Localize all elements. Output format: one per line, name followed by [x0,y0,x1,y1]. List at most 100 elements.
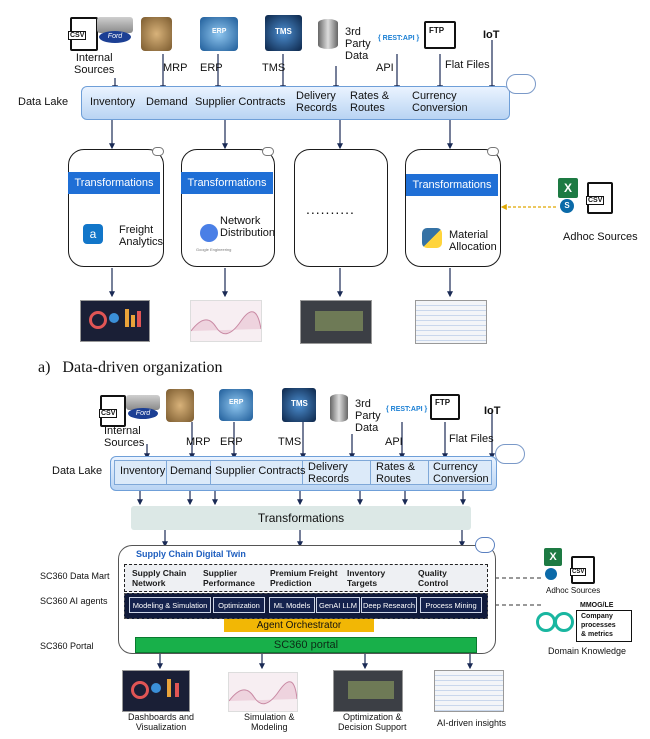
erp-gear-icon: ERP [200,17,238,51]
tool-network-distribution: Network Distribution [220,215,276,239]
dashboard-thumbnail [80,300,150,342]
label-internal-sources: Internal Sources [104,425,145,449]
lake-segment-rates-routes: Rates & Routes [350,90,390,114]
ford-badge: Ford [128,408,158,419]
insights-thumbnail [434,670,504,712]
label-iot: IoT [483,29,500,41]
row-label-portal: SC360 Portal [40,641,94,651]
tms-icon: TMS [282,388,316,422]
orchestrator-label: Agent Orchestrator [256,620,342,631]
lake-segment-currency-conversion: Currency Conversion [433,461,489,485]
label-iot: IoT [484,405,501,417]
csv-badge: CSV [586,196,605,205]
agent-genai-llm: GenAI LLM [316,597,360,613]
transformations-block-1: Transformations [68,172,160,194]
tool-subtitle: Google Engineering [196,247,232,252]
label-flat-files: Flat Files [449,433,494,445]
row-label-ai-agents: SC360 AI agents [40,596,108,606]
csv-file-icon: CSV [570,556,595,584]
lake-segment-demand: Demand [170,465,212,477]
label-api: API [376,62,394,74]
agent-deep-research: Deep Research [361,597,417,613]
data-mart [124,564,488,592]
csv-badge: CSV [99,409,118,418]
dashboard-thumbnail [122,670,190,712]
ellipsis-placeholder: .......... [306,201,355,217]
simulation-thumbnail [228,672,298,712]
csv-badge: CSV [68,31,87,40]
lake-cell [302,460,372,485]
mart-supplier-performance: Supplier Performance [203,568,255,588]
mart-premium-freight: Premium Freight Prediction [270,568,338,588]
cloud-icon [487,147,499,156]
ftp-folder-icon: FTP [424,21,456,49]
python-icon [422,228,442,248]
adhoc-sources-label: Adhoc Sources [563,231,638,243]
erp-badge: ERP [229,399,244,406]
output-simulation: Simulation & Modeling [244,712,295,732]
tms-badge: TMS [291,399,308,408]
tms-icon: TMS [265,15,302,51]
agent-orchestrator: Agent Orchestrator [224,619,374,632]
data-lake-label: Data Lake [52,465,103,477]
domain-knowledge-icon [536,606,574,634]
freight-analytics-icon: a [83,224,103,244]
sharepoint-icon [545,568,557,580]
output-dashboards: Dashboards and Visualization [128,712,195,732]
rest-api-badge: { REST:API } [386,406,428,413]
label-flat-files: Flat Files [445,59,490,71]
transformations-block-2: Transformations [181,172,273,194]
lake-segment-delivery-records: Delivery Records [296,90,337,114]
ford-badge: Ford [99,31,131,43]
portal-label: SC360 portal [273,639,339,651]
lake-segment-demand: Demand [146,96,188,108]
lake-segment-supplier-contracts: Supplier Contracts [195,96,286,108]
ftp-badge: FTP [435,398,451,407]
ftp-badge: FTP [429,26,445,35]
tool-freight-analytics: Freight Analytics [119,224,164,248]
erp-badge: ERP [212,28,227,35]
excel-icon: X [558,178,578,198]
lake-segment-supplier-contracts: Supplier Contracts [215,465,306,477]
lake-cell [370,460,430,485]
transformations-block-3: Transformations [406,174,498,196]
mart-quality-control: Quality Control [418,568,449,588]
agent-process-mining: Process Mining [420,597,482,613]
simulation-thumbnail [190,300,262,342]
agent-modeling-simulation: Modeling & Simulation [129,597,211,613]
optimization-thumbnail [333,670,403,712]
cloud-icon [152,147,164,156]
mart-supply-chain-network: Supply Chain Network [132,568,187,588]
label-third-party: 3rd Party Data [355,398,381,434]
mrp-brain-icon [141,17,172,51]
network-distribution-icon [200,224,218,242]
cloud-icon [506,74,536,94]
column-network [181,149,275,267]
domain-box-label: Company processes & metrics [581,613,616,638]
lake-segment-currency-conversion: Currency Conversion [412,90,468,114]
transformations-label: Transformations [257,511,345,525]
mrp-brain-icon [166,389,194,422]
ftp-folder-icon: FTP [430,394,460,420]
label-erp: ERP [220,436,243,448]
label-third-party: 3rd Party Data [345,26,371,62]
label-mrp: MRP [186,436,211,448]
ford-logo: Ford [126,395,160,421]
domain-knowledge-label: Domain Knowledge [548,646,627,656]
ford-logo: Ford [97,17,133,45]
label-tms: TMS [278,436,302,448]
database-icon [330,394,348,422]
lake-segment-delivery-records: Delivery Records [308,461,349,485]
rest-api-badge: { REST:API } [378,35,420,42]
cloud-icon [495,444,525,464]
sc360-portal: SC360 portal [135,637,477,653]
database-icon [318,19,338,49]
lake-segment-rates-routes: Rates & Routes [376,461,416,485]
lake-segment-inventory: Inventory [120,465,166,477]
csv-file-icon: CSV [99,395,126,427]
digital-twin-title: Supply Chain Digital Twin [136,549,246,559]
erp-gear-icon: ERP [219,389,253,421]
data-lake-label: Data Lake [18,96,69,108]
tool-material-allocation: Material Allocation [449,229,497,253]
label-mrp: MRP [163,62,188,74]
